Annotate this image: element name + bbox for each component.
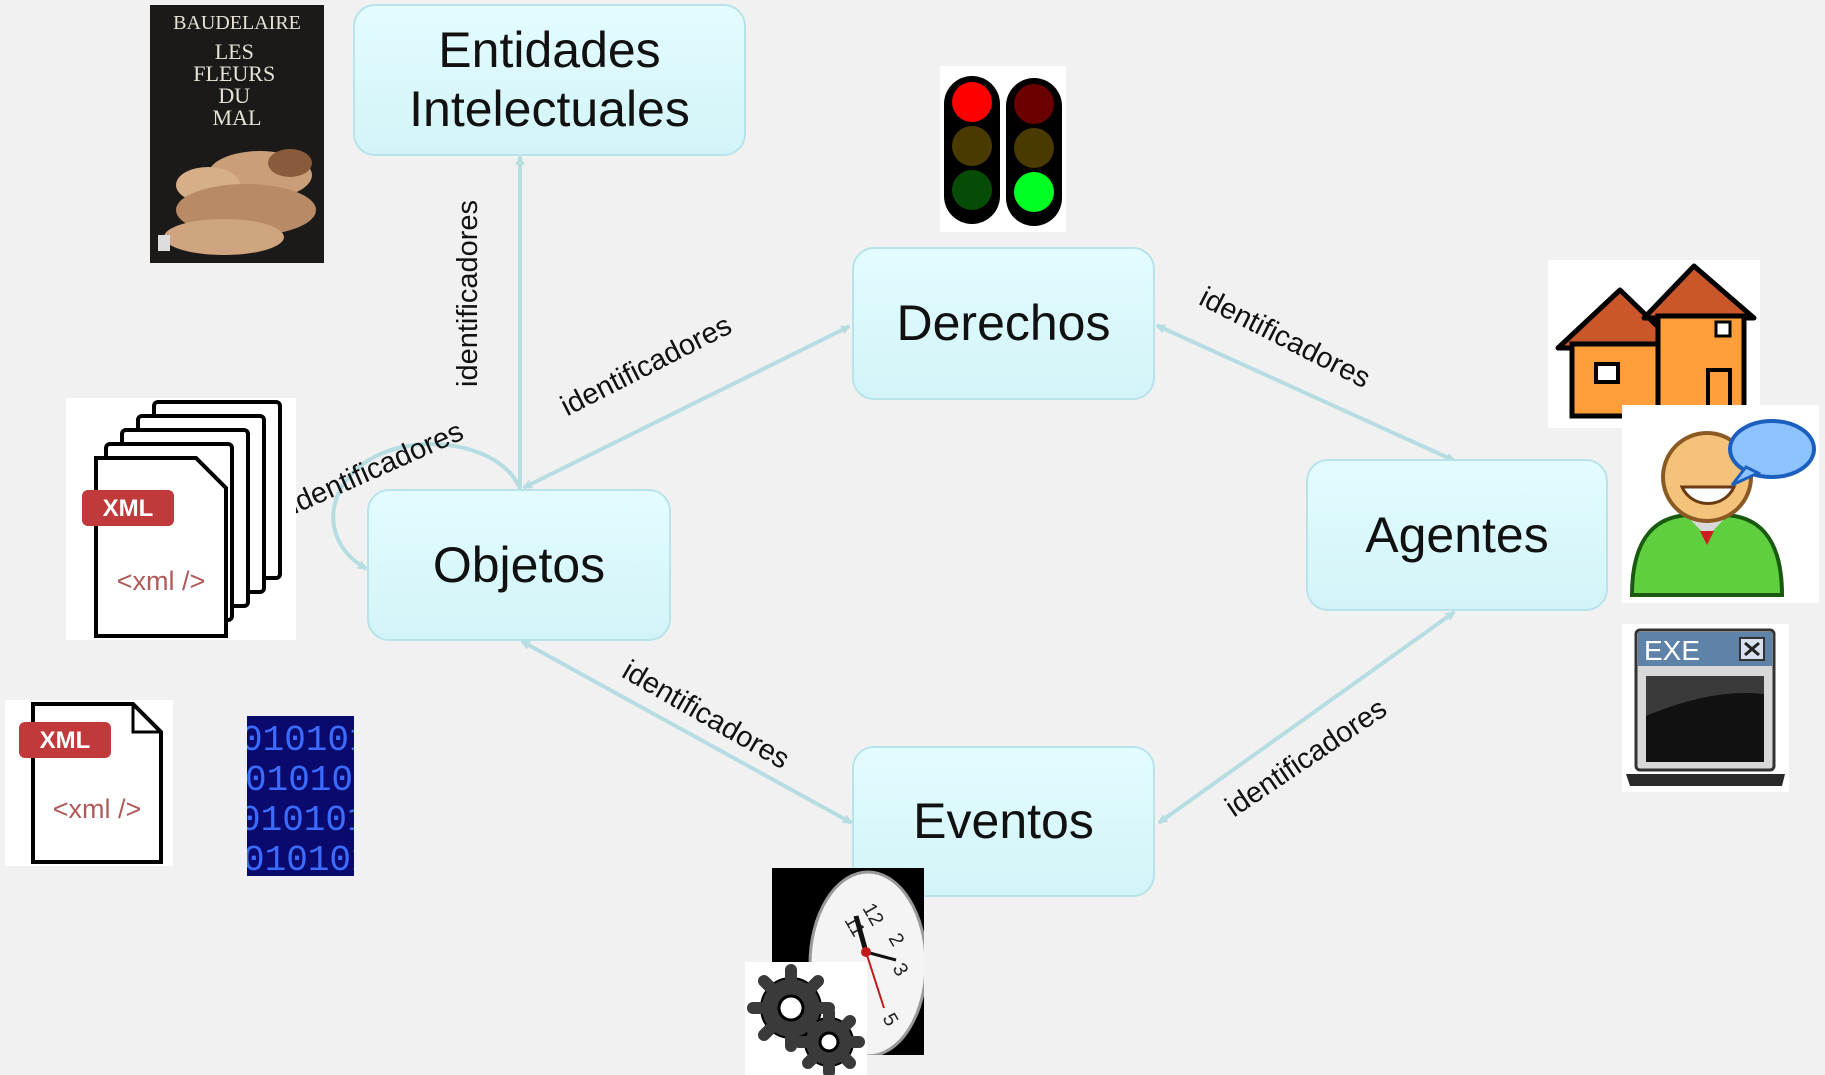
exe-window-icon: EXE	[1622, 624, 1789, 792]
node-derechos: Derechos	[852, 247, 1155, 400]
xml-file-tag: <xml />	[53, 794, 142, 824]
edge-derechos-agentes	[1158, 324, 1453, 462]
person-chat-icon	[1622, 405, 1819, 603]
exe-label: EXE	[1644, 635, 1700, 666]
node-eventos: Eventos	[852, 746, 1155, 897]
book-title: LES FLEURS DU MAL	[193, 39, 280, 130]
house-icon	[1548, 260, 1760, 428]
node-agentes: Agentes	[1306, 459, 1608, 611]
node-entidades-intelectuales: Entidades Intelectuales	[353, 4, 746, 156]
xml-stack-tag: <xml />	[117, 566, 206, 596]
binary-data-icon: 01010101 01010101 01010101 01010101	[247, 716, 354, 876]
edge-eventos-objetos	[523, 640, 850, 824]
xml-stack-label: XML	[103, 495, 154, 522]
edge-agentes-eventos	[1160, 611, 1453, 824]
node-objetos: Objetos	[367, 489, 671, 641]
traffic-light-icon	[940, 66, 1066, 232]
binary-row-3: 01010101	[247, 800, 354, 841]
binary-row-2: 01010101	[247, 760, 354, 801]
binary-row-1: 01010101	[247, 720, 354, 761]
gears-icon	[745, 962, 867, 1075]
xml-file-label: XML	[40, 727, 91, 754]
xml-file-icon: XML <xml />	[5, 700, 173, 866]
book-author: BAUDELAIRE	[173, 12, 301, 34]
edge-label-objetos-entidades: identificadores	[452, 200, 484, 387]
edge-objetos-derechos	[525, 325, 848, 489]
book-cover-icon: BAUDELAIRE LES FLEURS DU MAL	[150, 5, 324, 263]
binary-row-4: 01010101	[247, 840, 354, 876]
edge-objetos-self-loop	[331, 441, 520, 570]
xml-stack-icon: XML <xml />	[66, 398, 296, 640]
